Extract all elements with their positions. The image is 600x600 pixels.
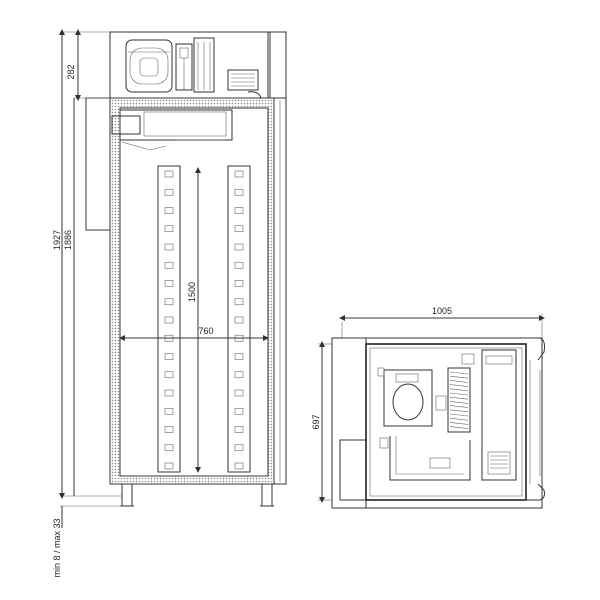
coil-fin — [449, 422, 469, 425]
compressor-icon — [383, 369, 433, 427]
shelf-slot — [164, 225, 174, 233]
shelf-slot — [164, 261, 174, 269]
coil-fin — [449, 417, 469, 421]
shelf-slot — [164, 243, 174, 251]
shelf-slot — [164, 280, 174, 287]
coil-fin — [449, 388, 469, 392]
dim-top-unit-height: 282 — [66, 64, 76, 79]
shelf-slot — [164, 407, 174, 415]
shelf-slot — [234, 188, 244, 196]
shelf-slot — [234, 207, 244, 214]
shelf-slot — [234, 444, 244, 452]
coil-fin — [449, 375, 469, 379]
feet — [120, 483, 274, 507]
shelf-slot — [164, 389, 174, 397]
shelf-slot — [234, 261, 244, 269]
cabinet-body — [85, 97, 287, 485]
shelf-slot — [234, 170, 244, 178]
evaporator-unit — [111, 109, 233, 151]
shelf-slot — [164, 444, 174, 452]
coil-fin — [449, 413, 469, 417]
dim-top-width: 1005 — [432, 306, 452, 316]
shelf-slot — [164, 316, 174, 324]
condenser-coil-icon — [435, 367, 471, 433]
dim-feet-range: min 8 / max 33 — [52, 518, 62, 577]
coil-fin — [449, 380, 469, 383]
shelf-slot — [164, 170, 174, 178]
shelf-slot — [164, 207, 174, 214]
shelf-slot — [234, 389, 244, 397]
shelf-slot — [234, 225, 244, 233]
shelf-slot — [164, 426, 174, 433]
shelf-slot — [234, 462, 244, 470]
shelf-rail-left — [157, 165, 181, 473]
vent-grille — [227, 69, 259, 91]
coil-fin — [449, 371, 469, 375]
coil-fin — [449, 426, 469, 429]
dim-interior-height: 1500 — [187, 282, 197, 302]
shelf-slot — [234, 353, 244, 360]
shelf-slot — [234, 298, 244, 306]
coil-fin — [449, 392, 469, 396]
dim-body-height: 1886 — [63, 230, 73, 250]
shelf-slot — [234, 426, 244, 433]
shelf-slot — [164, 462, 174, 470]
coil-fin — [449, 409, 469, 413]
shelf-slot — [164, 371, 174, 379]
electrical-panel — [481, 349, 517, 481]
dim-top-depth: 697 — [311, 414, 321, 429]
coil-fin — [449, 384, 469, 387]
shelf-slot — [234, 316, 244, 324]
valve-assembly-icon — [175, 37, 215, 93]
shelf-slot — [234, 371, 244, 379]
coil-fin — [449, 401, 469, 404]
dim-total-height: 1927 — [52, 230, 62, 250]
front-view: 282 1927 1886 1500 760 min 8 / max 33 — [52, 29, 287, 578]
shelf-slot — [234, 280, 244, 287]
shelf-slot — [164, 298, 174, 306]
compressor-icon — [125, 39, 173, 93]
coil-fin — [449, 396, 469, 400]
top-view: 1005 697 — [311, 306, 545, 509]
shelf-slot — [234, 243, 244, 251]
coil-fin — [449, 405, 469, 408]
shelf-slot — [234, 407, 244, 415]
dim-interior-width: 760 — [198, 326, 213, 336]
dimension-lines — [59, 29, 269, 528]
shelf-slot — [164, 188, 174, 196]
shelf-slot — [164, 353, 174, 360]
